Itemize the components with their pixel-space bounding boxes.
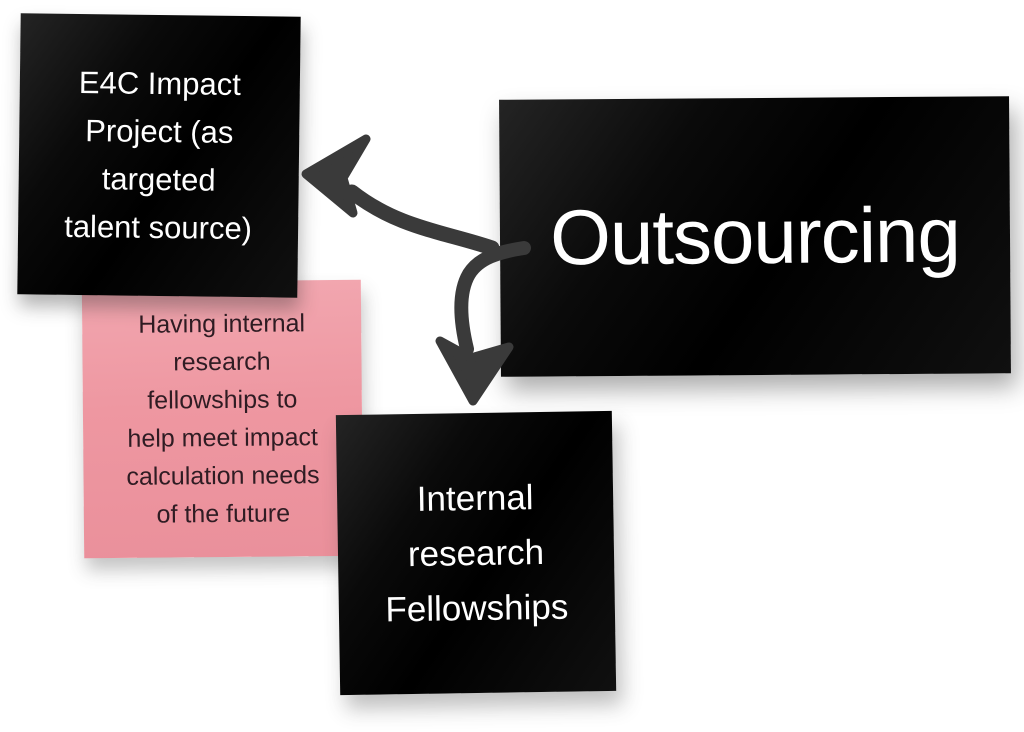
note-line: research [407,532,545,574]
note-line: calculation needs [126,461,320,491]
note-line: Internal [416,477,534,519]
note-line: targeted [101,160,216,198]
note-line: talent source) [63,208,253,246]
sticky-note-e4c-impact-project[interactable]: E4C Impact Project (as targeted talent s… [17,13,301,298]
note-line: of the future [156,499,291,529]
sticky-note-internal-fellowships-idea[interactable]: Having internal research fellowships to … [81,279,364,559]
note-line: Project (as [84,112,234,150]
sticky-note-internal-research-fellowships[interactable]: Internal research Fellowships [335,410,617,696]
note-line: fellowships to [147,385,298,415]
arrow-outsourcing-to-e4c-icon [301,134,500,256]
card-title: Outsourcing [549,190,961,282]
note-line: Having internal [138,309,306,339]
note-line: help meet impact [127,423,318,453]
note-line: research [173,347,271,377]
note-line: E4C Impact [78,64,242,102]
card-outsourcing[interactable]: Outsourcing [499,96,1011,377]
note-line: Fellowships [385,587,569,629]
